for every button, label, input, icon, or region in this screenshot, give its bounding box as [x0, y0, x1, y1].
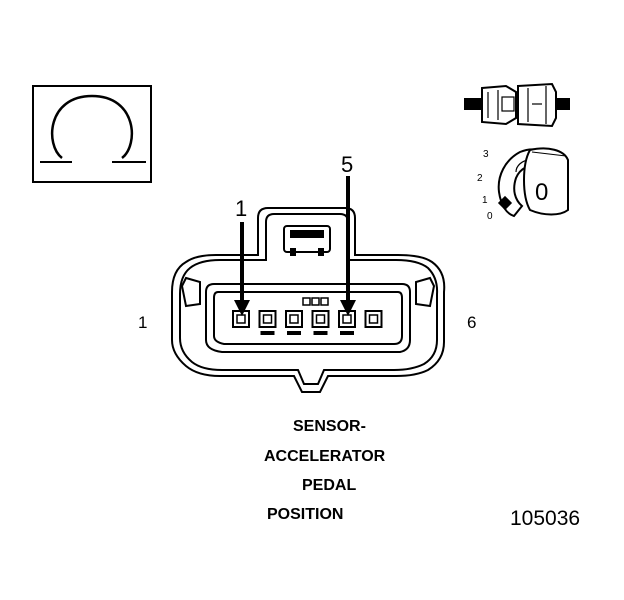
component-label-line: POSITION [267, 506, 344, 523]
component-label-line: SENSOR- [293, 418, 366, 435]
pin-end-label-right: 6 [467, 313, 476, 332]
pin-cavity [364, 310, 383, 328]
connector-key [302, 297, 329, 306]
callout-arrow [340, 176, 356, 316]
component-label-line: PEDAL [302, 477, 357, 494]
figure-number: 105036 [510, 507, 581, 530]
pin-end-label-left: 1 [138, 313, 147, 332]
omega-resistance-icon [32, 85, 152, 183]
pin-callout-label: 1 [235, 196, 247, 221]
connector-latch [283, 225, 331, 256]
pin-cavity [258, 310, 277, 335]
component-label-line: ACCELERATOR [264, 448, 386, 465]
callout-arrow [234, 222, 250, 316]
pin-cavity [285, 310, 303, 335]
dial-position-label: 0 [487, 211, 493, 222]
selector-dial-icon: 3 2 1 0 0 [477, 147, 569, 222]
dial-position-label: 2 [477, 173, 483, 184]
pin-callout-label: 5 [341, 152, 353, 177]
dial-position-label: 1 [482, 195, 488, 206]
pin-cavities [232, 310, 383, 335]
dial-face-label: 0 [535, 179, 548, 206]
pin-cavity [338, 310, 356, 335]
dial-position-label: 3 [483, 149, 489, 160]
connector-pair-icon [464, 82, 570, 128]
pin-cavity [311, 310, 330, 335]
